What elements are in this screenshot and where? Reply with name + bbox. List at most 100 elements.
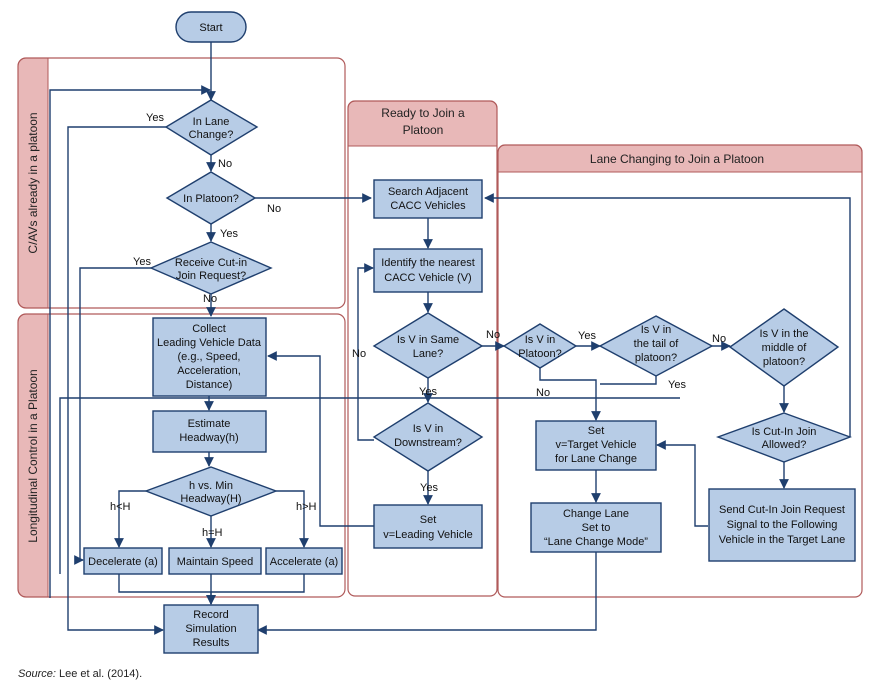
v-same-lane-decision: Is V in Same Lane? xyxy=(372,312,484,379)
label-in-platoon-no: No xyxy=(267,203,281,215)
v-middle-line3: platoon? xyxy=(763,356,805,368)
collect-data-line5: Distance) xyxy=(186,379,232,391)
v-tail-decision: Is V in the tail of platoon? xyxy=(598,315,714,377)
in-lane-change-decision: In Lane Change? xyxy=(164,99,259,156)
identify-nearest-line2: CACC Vehicle (V) xyxy=(384,272,471,284)
edge-decel-to-record xyxy=(118,574,216,605)
search-adjacent-line1: Search Adjacent xyxy=(388,186,468,198)
v-tail-line2: the tail of xyxy=(634,338,680,350)
edge-receive-yes xyxy=(74,267,151,565)
edge-accel-to-record xyxy=(211,574,305,593)
edge-h-less xyxy=(114,490,146,548)
collect-data-line4: Acceleration, xyxy=(177,365,241,377)
edge-crossing-long xyxy=(59,397,680,574)
set-target-line1: Set xyxy=(588,425,605,437)
set-leading-line2: v=Leading Vehicle xyxy=(383,529,473,541)
estimate-headway-node: Estimate Headway(h) xyxy=(152,410,267,453)
source-text: Lee et al. (2014). xyxy=(55,668,143,680)
maintain-speed-node: Maintain Speed xyxy=(168,547,262,575)
v-middle-decision: Is V in the middle of platoon? xyxy=(728,308,840,387)
region-longitudinal: Longitudinal Control in a Platoon xyxy=(17,313,346,598)
accelerate-label: Accelerate (a) xyxy=(270,556,338,568)
cutin-allowed-line2: Allowed? xyxy=(762,439,807,451)
send-request-line2: Signal to the Following xyxy=(727,519,838,531)
send-request-node: Send Cut-In Join Request Signal to the F… xyxy=(708,488,856,562)
v-downstream-line1: Is V in xyxy=(413,423,444,435)
label-downstream-no: No xyxy=(352,348,366,360)
collect-data-line2: Leading Vehicle Data xyxy=(157,337,262,349)
label-v-platoon-yes: Yes xyxy=(578,330,596,342)
label-lane-change-no: No xyxy=(218,158,232,170)
label-in-platoon-yes: Yes xyxy=(220,228,238,240)
v-in-platoon-decision: Is V in Platoon? xyxy=(502,323,578,369)
in-platoon-decision: In Platoon? xyxy=(165,171,257,225)
identify-nearest-line1: Identify the nearest xyxy=(381,257,475,269)
v-same-lane-line1: Is V in Same xyxy=(397,334,459,346)
edge-send-to-settarget xyxy=(656,440,708,527)
receive-cutin-decision: Receive Cut-in Join Request? xyxy=(149,241,273,295)
v-same-lane-line2: Lane? xyxy=(413,348,444,360)
send-request-line3: Vehicle in the Target Lane xyxy=(719,534,845,546)
decelerate-node: Decelerate (a) xyxy=(83,547,163,575)
set-leading-line1: Set xyxy=(420,514,437,526)
record-results-line2: Simulation xyxy=(185,623,236,635)
label-tail-no: No xyxy=(712,333,726,345)
cutin-allowed-decision: Is Cut-In Join Allowed? xyxy=(715,412,853,463)
v-middle-line2: middle of xyxy=(762,342,808,354)
edges xyxy=(49,42,851,635)
change-lane-line1: Change Lane xyxy=(563,508,629,520)
receive-cutin-line1: Receive Cut-in xyxy=(175,257,247,269)
region-longitudinal-label: Longitudinal Control in a Platoon xyxy=(26,369,40,542)
search-adjacent-line2: CACC Vehicles xyxy=(390,200,466,212)
label-h-less: h<H xyxy=(110,501,131,513)
region-ready-join-label-line1: Ready to Join a xyxy=(381,106,465,120)
label-downstream-yes: Yes xyxy=(420,482,438,494)
set-target-line3: for Lane Change xyxy=(555,453,637,465)
in-lane-change-line2: Change? xyxy=(189,129,234,141)
start-label: Start xyxy=(199,22,222,34)
region-lane-change: Lane Changing to Join a Platoon xyxy=(497,144,863,598)
collect-data-node: Collect Leading Vehicle Data (e.g., Spee… xyxy=(152,317,267,397)
edge-labels: Yes No No Yes Yes No No Yes No Yes Yes N… xyxy=(110,112,726,539)
change-lane-line2: Set to xyxy=(582,522,611,534)
v-middle-line1: Is V in the xyxy=(760,328,809,340)
edge-vplatoon-no xyxy=(539,368,601,421)
cutin-allowed-line1: Is Cut-In Join xyxy=(752,426,817,438)
v-in-platoon-line2: Platoon? xyxy=(518,348,561,360)
estimate-headway-line2: Headway(h) xyxy=(179,432,238,444)
v-tail-line1: Is V in xyxy=(641,324,672,336)
v-downstream-line2: Downstream? xyxy=(394,437,462,449)
h-vs-min-line1: h vs. Min xyxy=(189,480,233,492)
edge-changelane-to-record xyxy=(257,552,597,635)
edge-loop-top xyxy=(49,85,211,598)
nodes: Start In Lane Change? In Platoon? Receiv… xyxy=(83,11,856,654)
v-downstream-decision: Is V in Downstream? xyxy=(372,402,484,472)
record-results-node: Record Simulation Results xyxy=(163,604,259,654)
edge-lanechange-yes xyxy=(67,126,166,635)
label-h-greater: h>H xyxy=(296,501,317,513)
record-results-line3: Results xyxy=(193,637,230,649)
label-lane-change-yes: Yes xyxy=(146,112,164,124)
edge-downstream-no xyxy=(357,263,374,441)
maintain-speed-label: Maintain Speed xyxy=(177,556,253,568)
decelerate-label: Decelerate (a) xyxy=(88,556,158,568)
collect-data-line3: (e.g., Speed, xyxy=(178,351,241,363)
edge-cutin-no xyxy=(484,193,851,437)
v-in-platoon-line1: Is V in xyxy=(525,334,556,346)
label-same-lane-yes: Yes xyxy=(419,386,437,398)
search-adjacent-node: Search Adjacent CACC Vehicles xyxy=(373,179,483,219)
in-lane-change-line1: In Lane xyxy=(193,116,230,128)
h-vs-min-line2: Headway(H) xyxy=(180,493,241,505)
region-cav-platoon: C/AVs already in a platoon xyxy=(17,57,346,309)
identify-nearest-node: Identify the nearest CACC Vehicle (V) xyxy=(373,248,483,293)
label-same-lane-no: No xyxy=(486,329,500,341)
set-target-line2: v=Target Vehicle xyxy=(555,439,636,451)
send-request-line1: Send Cut-In Join Request xyxy=(719,504,845,516)
region-cav-platoon-label: C/AVs already in a platoon xyxy=(26,112,40,253)
label-h-equal: h=H xyxy=(202,527,223,539)
label-tail-yes: Yes xyxy=(668,379,686,391)
source-caption: Source: Lee et al. (2014). xyxy=(18,668,142,680)
edge-h-greater xyxy=(276,490,309,548)
receive-cutin-line2: Join Request? xyxy=(176,270,246,282)
